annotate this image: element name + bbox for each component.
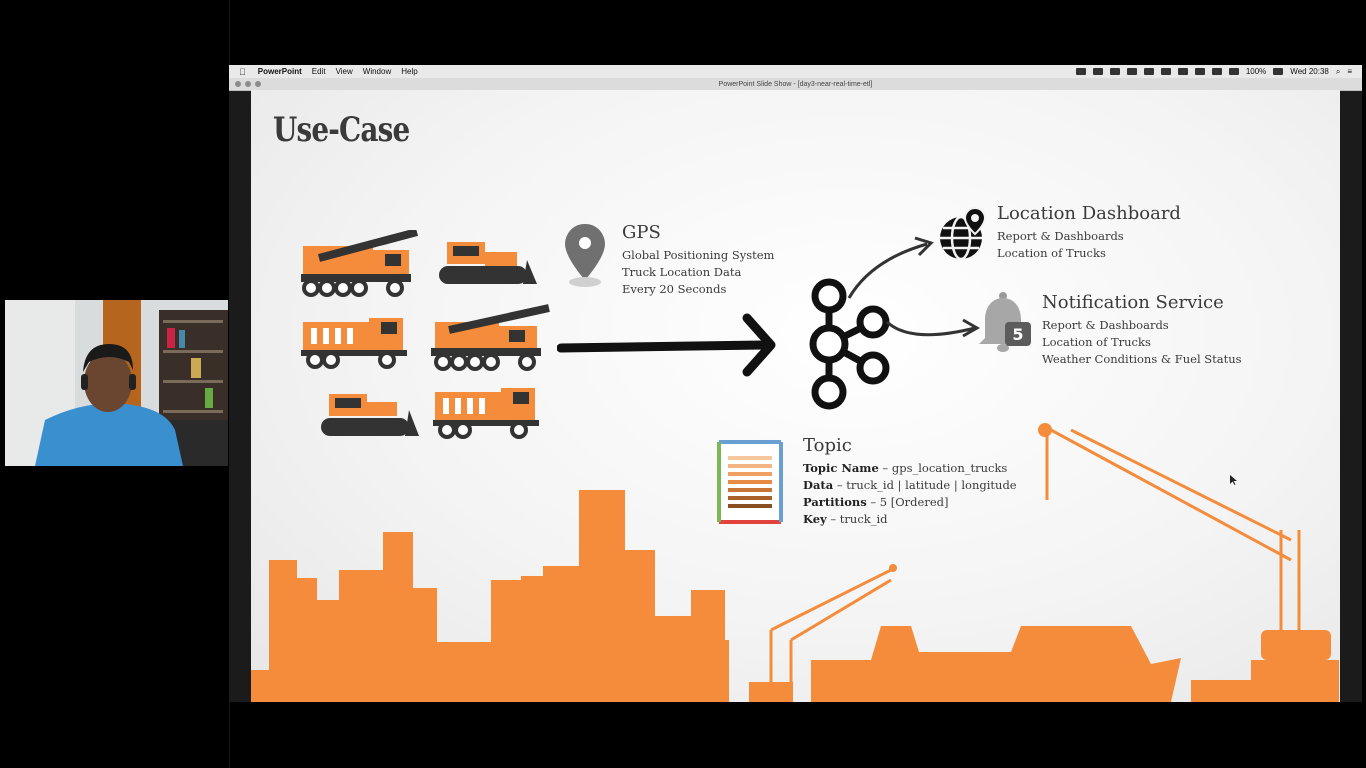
notification-service-description: Report & Dashboards Location of Trucks W… (1042, 317, 1242, 368)
status-icon[interactable] (1160, 68, 1171, 75)
menu-bar:  PowerPoint Edit View Window Help 100% … (229, 65, 1362, 78)
notification-badge: 5 (1012, 325, 1023, 344)
topic-name-row: Topic Name – gps_location_trucks (803, 461, 1008, 475)
zoom-window-button[interactable] (255, 81, 261, 87)
status-icon[interactable] (1109, 68, 1120, 75)
location-dashboard-description: Report & Dashboards Location of Trucks (997, 228, 1124, 262)
status-icon[interactable] (1075, 68, 1086, 75)
status-icon[interactable] (1194, 68, 1205, 75)
menubar-clock[interactable]: Wed 20:38 (1290, 67, 1329, 76)
status-icon[interactable] (1092, 68, 1103, 75)
gps-description: Global Positioning System Truck Location… (622, 247, 774, 298)
gps-line: Every 20 Seconds (622, 282, 727, 296)
notification-line: Weather Conditions & Fuel Status (1042, 352, 1242, 366)
status-icon[interactable] (1143, 68, 1154, 75)
topic-details: Topic Name – gps_location_trucks Data – … (803, 460, 1017, 528)
crane-truck-icon (301, 230, 419, 297)
notification-center-icon[interactable]: ≡ (1347, 67, 1352, 76)
kafka-logo-icon (809, 278, 890, 410)
slide[interactable]: Use-Case (251, 90, 1340, 702)
menu-window[interactable]: Window (356, 67, 391, 76)
apple-menu-icon[interactable]:  (239, 67, 246, 77)
truck-fleet-illustration (301, 230, 550, 439)
menu-powerpoint[interactable]: PowerPoint (251, 67, 302, 76)
mouse-cursor-icon (1230, 475, 1237, 485)
dump-truck-icon (301, 318, 407, 369)
gps-heading: GPS (622, 222, 661, 243)
menu-edit[interactable]: Edit (305, 67, 326, 76)
location-line: Report & Dashboards (997, 229, 1124, 243)
menu-view[interactable]: View (328, 67, 353, 76)
bulldozer-icon (439, 242, 537, 284)
location-line: Location of Trucks (997, 246, 1106, 260)
notification-line: Report & Dashboards (1042, 318, 1169, 332)
notification-bell-icon: 5 (979, 292, 1031, 352)
spotlight-search-icon[interactable]: ⌕ (1335, 66, 1341, 76)
notification-service-heading: Notification Service (1042, 292, 1224, 313)
wifi-icon[interactable] (1211, 68, 1222, 75)
location-dashboard-heading: Location Dashboard (997, 203, 1181, 224)
battery-icon[interactable] (1273, 68, 1284, 75)
window-title: PowerPoint Slide Show - [day3-near-real-… (718, 80, 873, 88)
gps-line: Global Positioning System (622, 248, 775, 262)
globe-pin-icon (940, 206, 987, 261)
volume-icon[interactable] (1228, 68, 1239, 75)
minimize-window-button[interactable] (245, 81, 251, 87)
crane-truck-icon (431, 304, 550, 371)
battery-percent[interactable]: 100% (1245, 67, 1267, 76)
status-icon[interactable] (1177, 68, 1188, 75)
notification-line: Location of Trucks (1042, 335, 1151, 349)
menu-help[interactable]: Help (394, 67, 417, 76)
city-skyline-illustration (251, 423, 1339, 702)
topic-log-icon (717, 440, 783, 524)
topic-partitions-row: Partitions – 5 [Ordered] (803, 495, 949, 509)
gps-line: Truck Location Data (622, 265, 742, 279)
slide-title: Use-Case (273, 110, 410, 150)
gps-pin-icon (565, 224, 605, 287)
topic-heading: Topic (803, 435, 852, 456)
close-window-button[interactable] (235, 81, 241, 87)
topic-data-row: Data – truck_id | latitude | longitude (803, 478, 1017, 492)
data-flow-arrow-icon (557, 313, 776, 377)
dump-truck-icon (433, 388, 539, 439)
bulldozer-icon (321, 394, 419, 436)
webcam-feed (5, 300, 228, 466)
status-icon[interactable] (1126, 68, 1137, 75)
flow-arrows (847, 236, 981, 338)
topic-key-row: Key – truck_id (803, 512, 888, 526)
